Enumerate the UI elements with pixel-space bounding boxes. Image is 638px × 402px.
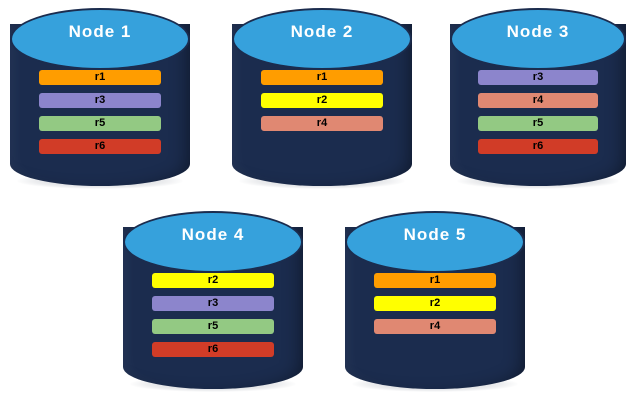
replica-bar[interactable]: r5 <box>478 116 598 131</box>
replica-list: r2 r3 r5 r6 <box>151 273 275 357</box>
replica-bar[interactable]: r3 <box>38 93 162 108</box>
node-title-label: Node 2 <box>290 22 354 41</box>
node-title-label: Node 3 <box>506 22 570 41</box>
replica-bar[interactable]: r1 <box>38 70 162 85</box>
cylinder-top-ellipse <box>345 211 525 273</box>
node-title-label: Node 5 <box>403 225 467 244</box>
replica-bar[interactable]: r5 <box>38 116 162 131</box>
database-cylinder-node-5[interactable]: Node 5 r1 r2 r4 <box>345 211 525 392</box>
replica-bar[interactable]: r6 <box>151 342 275 357</box>
cylinder-top-ellipse <box>10 8 190 70</box>
replica-list: r3 r4 r5 r6 <box>478 70 598 154</box>
replica-bar[interactable]: r1 <box>373 273 497 288</box>
replica-list: r1 r3 r5 r6 <box>38 70 162 154</box>
node-title-label: Node 4 <box>181 225 245 244</box>
database-cylinder-node-4[interactable]: Node 4 r2 r3 r5 r6 <box>123 211 303 392</box>
cylinder-top-ellipse <box>232 8 412 70</box>
database-cylinder-node-2[interactable]: Node 2 r1 r2 r4 <box>232 8 412 189</box>
replica-bar[interactable]: r4 <box>260 116 384 131</box>
node-title-label: Node 1 <box>68 22 132 41</box>
replica-bar[interactable]: r4 <box>373 319 497 334</box>
cylinder-top-ellipse <box>123 211 303 273</box>
replica-bar[interactable]: r6 <box>478 139 598 154</box>
replica-bar[interactable]: r4 <box>478 93 598 108</box>
replica-bar[interactable]: r6 <box>38 139 162 154</box>
database-cylinder-node-1[interactable]: Node 1 r1 r3 r5 r6 <box>10 8 190 189</box>
replica-list: r1 r2 r4 <box>260 70 384 131</box>
replica-bar[interactable]: r2 <box>373 296 497 311</box>
cylinder-top-ellipse <box>450 8 626 70</box>
replica-bar[interactable]: r1 <box>260 70 384 85</box>
database-cylinder-node-3[interactable]: Node 3 r3 r4 r5 r6 <box>450 8 626 189</box>
replica-bar[interactable]: r5 <box>151 319 275 334</box>
replica-bar[interactable]: r3 <box>478 70 598 85</box>
replica-list: r1 r2 r4 <box>373 273 497 334</box>
replica-bar[interactable]: r3 <box>151 296 275 311</box>
replica-bar[interactable]: r2 <box>260 93 384 108</box>
replica-bar[interactable]: r2 <box>151 273 275 288</box>
